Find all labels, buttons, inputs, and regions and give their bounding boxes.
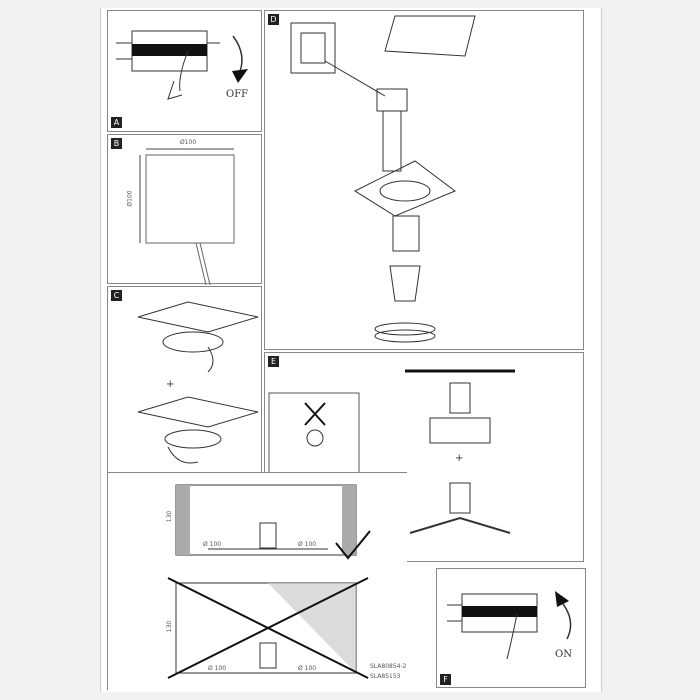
panel-label: B bbox=[111, 138, 122, 149]
panel-switch-off: OFF A bbox=[107, 10, 262, 132]
clearance-dim: Ø 100 bbox=[203, 541, 222, 548]
height-dim: 130 bbox=[166, 620, 174, 633]
panel-label: E bbox=[268, 356, 279, 367]
spring-clip-drawing bbox=[137, 301, 259, 464]
panel-label: C bbox=[111, 290, 122, 301]
plus-sign: + bbox=[455, 453, 464, 464]
clearance-dim: Ø 100 bbox=[298, 665, 317, 672]
clearance-drawing bbox=[167, 484, 371, 679]
panel-cutout: B Ø100 Ø100 bbox=[107, 134, 262, 286]
panel-assembly: D bbox=[264, 10, 584, 350]
lamp-assembly-drawing bbox=[290, 15, 476, 343]
panel-switch-on: ON F bbox=[436, 568, 586, 688]
on-text: ON bbox=[555, 649, 572, 660]
off-text: OFF bbox=[226, 89, 249, 100]
instruction-page: OFF A B Ø100 Ø100 C + D bbox=[100, 8, 602, 692]
product-code: SLA80854-2 bbox=[370, 663, 407, 670]
height-dim: 130 bbox=[166, 510, 174, 523]
breaker-off-drawing bbox=[116, 30, 248, 100]
cutout-drawing bbox=[139, 148, 235, 286]
panel-label: F bbox=[440, 674, 451, 685]
breaker-on-drawing bbox=[447, 591, 572, 660]
panel-spring-clips: C + bbox=[107, 286, 262, 476]
panel-clearances: Ø 100 Ø 100 Ø 100 Ø 100 130 130 SLA80854… bbox=[107, 472, 407, 690]
height-dimension: Ø100 bbox=[126, 190, 134, 207]
panel-label: D bbox=[268, 14, 279, 25]
panel-label: A bbox=[111, 117, 122, 128]
plus-sign: + bbox=[166, 379, 175, 390]
product-code: SLA85153 bbox=[370, 673, 401, 680]
clearance-dim: Ø 100 bbox=[298, 541, 317, 548]
width-dimension: Ø100 bbox=[180, 139, 197, 146]
clearance-dim: Ø 100 bbox=[208, 665, 227, 672]
